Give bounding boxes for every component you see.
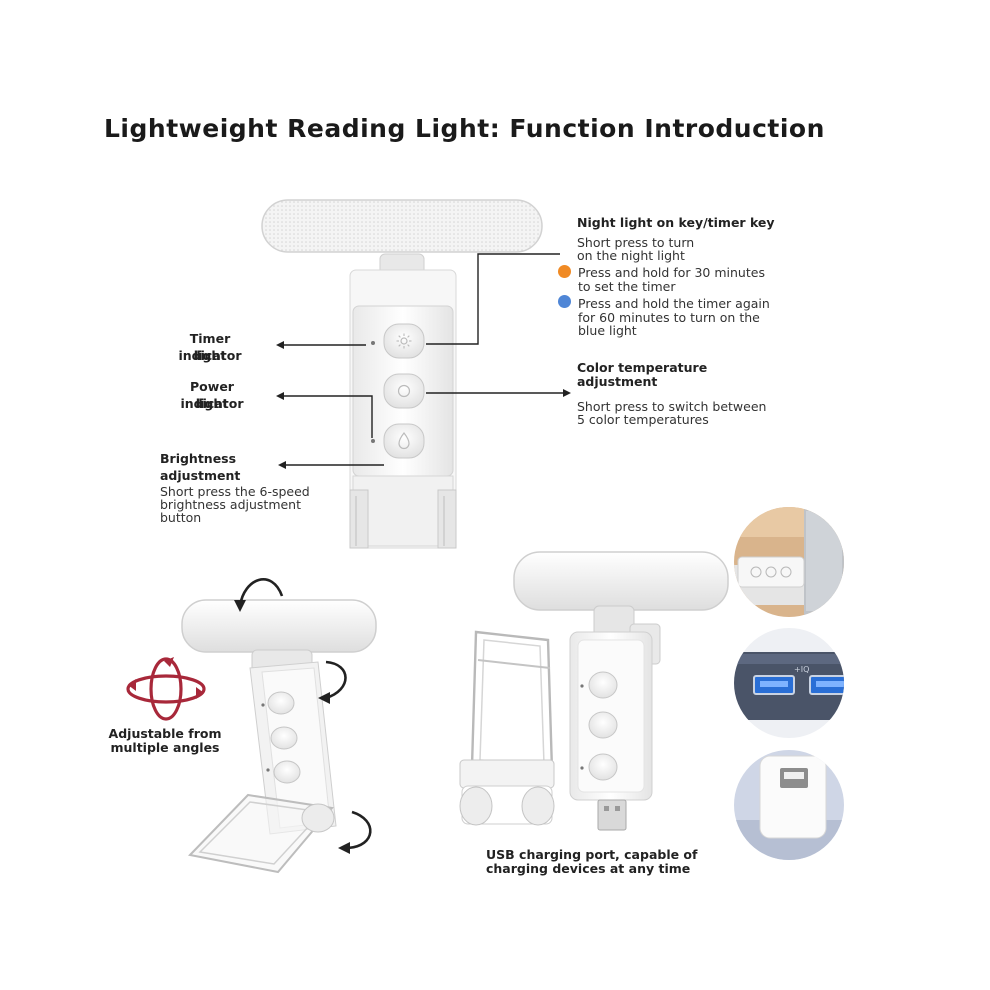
brightness-desc-1: Short press the 6-speed (160, 484, 310, 499)
color-temp-desc-2: 5 color temperatures (577, 412, 709, 427)
angles-label-2: multiple angles (110, 740, 220, 755)
angles-label-1: Adjustable from (108, 726, 222, 741)
timer60-desc-2: for 60 minutes to turn on the (578, 310, 760, 325)
orange-dot (558, 265, 571, 278)
night-light-key-label: Night light on key/timer key (577, 215, 775, 230)
sun-icon (396, 333, 412, 349)
rotate-multi-angle-icon (126, 657, 206, 721)
drop-icon (398, 432, 410, 450)
timer-indicator-label-1: Timer indicator (178, 331, 242, 363)
usb-label-1: USB charging port, capable of (486, 847, 698, 862)
timer30-desc-2: to set the timer (578, 279, 676, 294)
color-temp-label-1: Color temperature (577, 360, 708, 375)
timer60-desc-1: Press and hold the timer again (578, 296, 770, 311)
usb-label-2: charging devices at any time (486, 861, 691, 876)
timer-indicator-label-2: light (193, 348, 227, 363)
laptop-usb-thumbnail (734, 507, 844, 617)
blue-dot (558, 295, 571, 308)
svg-text:+IQ: +IQ (794, 665, 809, 674)
page-title: Lightweight Reading Light: Function Intr… (104, 114, 825, 143)
night-light-desc-2: on the night light (577, 248, 685, 263)
circle-icon (397, 384, 411, 398)
power-bank-thumbnail: +IQ (734, 628, 844, 738)
brightness-label-1: Brightness (160, 451, 237, 466)
night-light-desc-1: Short press to turn (577, 235, 695, 250)
brightness-label-2: adjustment (160, 468, 241, 483)
power-indicator-label-1: Power indicator (180, 379, 244, 411)
timer30-desc-1: Press and hold for 30 minutes (578, 265, 765, 280)
power-indicator-label-2: light (195, 396, 229, 411)
color-temp-label-2: adjustment (577, 374, 658, 389)
brightness-desc-3: button (160, 510, 202, 525)
timer60-desc-3: blue light (578, 323, 637, 338)
brightness-desc-2: brightness adjustment (160, 497, 302, 512)
wall-adapter-thumbnail (734, 750, 844, 860)
color-temp-desc-1: Short press to switch between (577, 399, 767, 414)
